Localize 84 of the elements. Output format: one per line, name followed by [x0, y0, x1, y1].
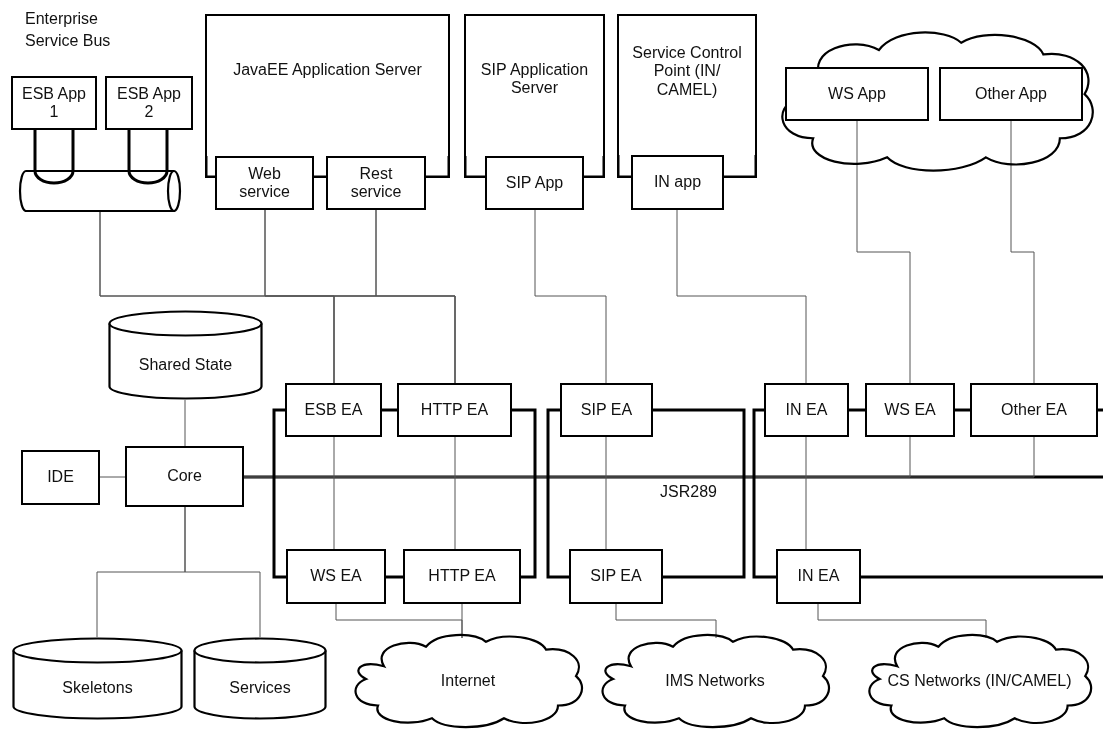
connector-line	[955, 408, 970, 412]
connector-line	[1098, 408, 1103, 412]
node-label: Other App	[973, 84, 1048, 104]
node-label: JavaEE Application Server	[232, 61, 423, 80]
connector-line	[461, 603, 463, 639]
connector-line	[653, 408, 746, 579]
connector-line	[243, 436, 1035, 478]
interface-label: JSR289	[660, 483, 717, 501]
node-label: Shared State	[137, 355, 234, 375]
component-box	[865, 383, 955, 437]
component-box	[939, 67, 1083, 121]
node-label: Web service	[238, 164, 291, 202]
node-label: Services	[228, 679, 292, 698]
component-box	[569, 549, 663, 604]
node-label: WS EA	[309, 567, 363, 586]
connector-line	[184, 399, 186, 447]
node-label: Core	[166, 467, 203, 486]
component-box	[125, 446, 244, 507]
connector-line	[333, 436, 335, 550]
component-box	[970, 383, 1098, 437]
node-label: WS App	[827, 84, 887, 104]
node-label: Other EA	[1000, 400, 1068, 420]
connector-line	[605, 436, 607, 550]
connector-line	[382, 408, 397, 412]
node-label: SIP EA	[589, 567, 643, 586]
connector-line	[534, 209, 607, 384]
connector-line	[1010, 120, 1035, 384]
component-box	[631, 155, 724, 210]
component-box	[397, 383, 512, 437]
component-box	[286, 549, 386, 604]
component-box	[785, 67, 929, 121]
server-box	[464, 14, 605, 156]
connector-line	[375, 209, 456, 384]
node-label: WS EA	[883, 400, 937, 420]
connector-line	[386, 575, 403, 579]
node-label: SIP App	[504, 173, 565, 193]
node-label: Service Control Point (IN/ CAMEL)	[631, 44, 743, 100]
connector-line	[99, 476, 126, 478]
component-box	[560, 383, 653, 437]
component-box	[21, 450, 100, 505]
connector-line	[272, 408, 286, 579]
node-label: SIP EA	[579, 400, 634, 420]
connector-line	[856, 120, 911, 384]
connector-line	[184, 506, 261, 638]
connector-line	[33, 130, 75, 185]
connector-line	[861, 575, 1103, 579]
component-box	[215, 156, 314, 210]
node-label: ESB EA	[303, 400, 364, 420]
connector-line	[127, 130, 169, 185]
node-label: IN EA	[784, 400, 829, 420]
connector-line	[546, 408, 569, 579]
connector-line	[615, 603, 717, 639]
node-label: HTTP EA	[427, 567, 497, 586]
server-box	[205, 14, 450, 156]
node-label: Enterprise Service Bus	[24, 9, 112, 52]
node-label: Rest service	[349, 164, 403, 202]
node-label: ESB App 1	[20, 84, 87, 122]
node-label: IN EA	[796, 567, 841, 586]
component-box	[764, 383, 849, 437]
component-box	[776, 549, 861, 604]
component-box	[485, 156, 584, 210]
node-label: IMS Networks	[664, 671, 766, 691]
node-label: IDE	[46, 468, 75, 487]
component-box	[326, 156, 426, 210]
component-box	[403, 549, 521, 604]
node-label: ESB App 2	[115, 84, 182, 122]
connector-line	[512, 408, 537, 579]
connector-line	[805, 436, 807, 550]
connector-line	[817, 603, 987, 639]
component-box	[285, 383, 382, 437]
connector-line	[454, 436, 456, 550]
server-box	[617, 14, 757, 155]
node-label: HTTP EA	[419, 400, 490, 420]
node-label: CS Networks (IN/CAMEL)	[886, 671, 1073, 691]
component-box	[11, 76, 97, 130]
node-label: SIP Application Server	[479, 61, 590, 98]
component-box	[105, 76, 193, 130]
node-label: Skeletons	[61, 679, 134, 698]
connector-line	[244, 475, 1103, 479]
connector-line	[752, 408, 776, 579]
node-label: IN app	[652, 173, 703, 192]
node-label: Internet	[439, 671, 497, 691]
connector-line	[849, 408, 865, 412]
connector-line	[676, 209, 807, 384]
